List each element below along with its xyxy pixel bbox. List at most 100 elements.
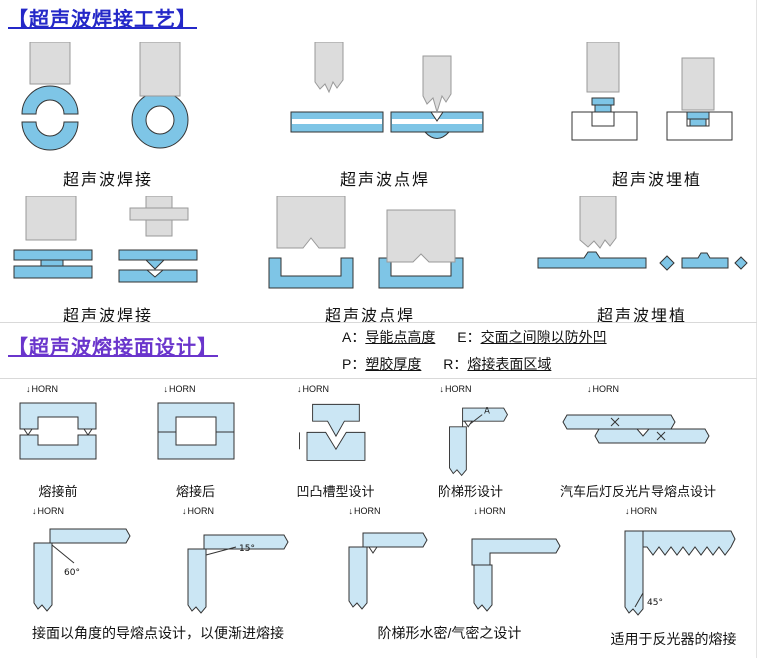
weld-after-figure: ↓HORN 熔接后 bbox=[146, 384, 246, 500]
angled-joint-figure-2: ↓HORN 15° bbox=[158, 506, 308, 619]
caption-angled-director: 接面以角度的导熔点设计，以便渐进熔接 bbox=[32, 625, 284, 641]
horn-block-pressed bbox=[386, 209, 456, 263]
step-seal-figure-2: ↓HORN bbox=[450, 506, 575, 619]
caption-spot-welding: 超声波点焊 bbox=[339, 172, 430, 189]
weld-before-figure: ↓HORN 熔接前 bbox=[8, 384, 108, 500]
boss-block bbox=[571, 111, 638, 141]
horn-label: ↓HORN bbox=[32, 506, 64, 516]
figure-ultrasonic-welding-2: 超声波焊接 bbox=[8, 196, 208, 326]
groove-part bbox=[306, 431, 366, 461]
down-arrow-icon: ↓ bbox=[473, 506, 479, 516]
design-legend: A：导能点高度 E：交面之间隙以防外凹 P：塑胶厚度 R：熔接表面区域 bbox=[342, 324, 625, 378]
legend-line-1: A：导能点高度 E：交面之间隙以防外凹 bbox=[342, 324, 625, 351]
figure-spot-welding-1: 超声波点焊 bbox=[285, 42, 485, 190]
plate-joint bbox=[13, 249, 93, 279]
down-arrow-icon: ↓ bbox=[587, 384, 592, 394]
horn-shape bbox=[25, 196, 77, 241]
frame-fused bbox=[157, 402, 234, 460]
groove-design-figure: ↓HORN 凹凸槽型设计 bbox=[283, 384, 388, 500]
angle-label-2: 15° bbox=[239, 544, 255, 554]
caption-ultrasonic-welding: 超声波焊接 bbox=[62, 172, 153, 189]
process-row-2: 超声波焊接 超声波点焊 bbox=[8, 196, 752, 326]
legend-item-r: R：熔接表面区域 bbox=[443, 356, 552, 372]
plate-joint-director bbox=[118, 249, 198, 283]
horizontal-part bbox=[49, 528, 131, 544]
divider bbox=[0, 322, 757, 323]
horn-label: ↓HORN bbox=[26, 384, 58, 394]
hooked-part bbox=[471, 538, 561, 566]
embedding-strip-diagram bbox=[537, 196, 748, 271]
horn-shape bbox=[29, 42, 71, 85]
upper-plate bbox=[562, 414, 676, 430]
spot-welding-diagram bbox=[290, 42, 484, 139]
horn-t-shape bbox=[129, 196, 189, 237]
ultrasonic-welding-ring-diagram bbox=[21, 42, 189, 151]
figure-insert-embedding-1: 超声波埋植 bbox=[562, 42, 752, 190]
lower-plate bbox=[594, 428, 710, 444]
page-edge-line bbox=[756, 0, 757, 658]
horn-label: ↓HORN bbox=[439, 384, 472, 394]
horn-shape-pressed bbox=[681, 57, 715, 111]
caption-reflector-weld: 适用于反光器的熔接 bbox=[610, 631, 737, 647]
spot-welding-tray-diagram bbox=[268, 196, 464, 289]
design-row-1: ↓HORN 熔接前 ↓HORN 熔接后 ↓HORN bbox=[8, 384, 723, 500]
caption-step-seal: 阶梯形水密/气密之设计 bbox=[377, 625, 522, 641]
horn-label: ↓HORN bbox=[625, 506, 657, 516]
process-row-1: 超声波焊接 超声波 bbox=[8, 42, 752, 190]
tongue-part bbox=[312, 403, 360, 438]
divider bbox=[0, 378, 757, 379]
reflector-weld-figure: ↓HORN 45° bbox=[591, 506, 756, 625]
tray-part bbox=[268, 257, 354, 289]
caption-ultrasonic-welding-2: 超声波焊接 bbox=[62, 308, 153, 325]
angled-joint-figure-1: ↓HORN 60° bbox=[8, 506, 148, 619]
down-arrow-icon: ↓ bbox=[32, 506, 37, 516]
caption-reflector-lamp-design: 汽车后灯反光片导熔点设计 bbox=[559, 484, 716, 499]
vertical-part bbox=[187, 548, 207, 614]
horn-block bbox=[276, 196, 346, 249]
metal-insert bbox=[591, 97, 615, 113]
angled-joint-diagram-2: 15° bbox=[187, 534, 289, 614]
metal-insert-embedded bbox=[686, 111, 710, 127]
horn-label: ↓HORN bbox=[348, 506, 381, 516]
horn-shape bbox=[586, 42, 620, 93]
frame-base bbox=[19, 434, 97, 460]
down-arrow-icon: ↓ bbox=[182, 506, 187, 516]
angle-label-1: 60° bbox=[64, 568, 80, 578]
figure-spot-welding-2: 超声波点焊 bbox=[265, 196, 475, 326]
reflector-weld-diagram: 45° bbox=[624, 530, 736, 616]
down-arrow-icon: ↓ bbox=[439, 384, 445, 394]
frame-before-weld-diagram bbox=[19, 402, 97, 460]
down-arrow-icon: ↓ bbox=[297, 384, 302, 394]
horn-tip-shape-pressed bbox=[422, 55, 452, 114]
horn-tip-shape bbox=[314, 42, 344, 94]
caption-insert-embedding: 超声波埋植 bbox=[611, 172, 702, 189]
horn-label: ↓HORN bbox=[182, 506, 214, 516]
horn-shape-pressed bbox=[139, 42, 181, 97]
caption-weld-after: 熔接后 bbox=[175, 484, 215, 499]
step-seal-diagram-1 bbox=[348, 532, 428, 610]
down-arrow-icon: ↓ bbox=[26, 384, 31, 394]
reflector-lamp-design-figure: ↓HORN 汽车后灯反光片导熔点设计 bbox=[553, 384, 723, 500]
angled-director-pair: ↓HORN 60° ↓HORN 15° bbox=[8, 506, 308, 619]
horn-label: ↓HORN bbox=[297, 384, 329, 394]
ring-part-welded bbox=[131, 91, 189, 149]
caption-insert-embedding-2: 超声波埋植 bbox=[596, 308, 687, 325]
dim-label-a: A bbox=[484, 406, 490, 416]
legend-item-p: P：塑胶厚度 bbox=[342, 356, 422, 372]
reflector-weld-group: ↓HORN 45° 适用于反光器的熔接 bbox=[591, 506, 756, 649]
horizontal-part bbox=[362, 532, 428, 548]
serrated-reflector-part bbox=[642, 530, 736, 556]
down-arrow-icon: ↓ bbox=[163, 384, 169, 394]
lamp-reflector-joint-diagram bbox=[562, 414, 710, 444]
step-seal-diagram-2 bbox=[471, 538, 561, 612]
horn-label: ↓HORN bbox=[163, 384, 196, 394]
angled-director-group: ↓HORN 60° ↓HORN 15° bbox=[8, 506, 308, 643]
step-joint-diagram: A bbox=[448, 406, 508, 477]
plate-stack-welded bbox=[390, 111, 484, 139]
ultrasonic-welding-joint-diagram bbox=[13, 196, 198, 283]
horizontal-part bbox=[203, 534, 289, 550]
vertical-part bbox=[348, 546, 367, 610]
legend-line-2: P：塑胶厚度 R：熔接表面区域 bbox=[342, 351, 625, 378]
strip-part bbox=[537, 251, 748, 271]
